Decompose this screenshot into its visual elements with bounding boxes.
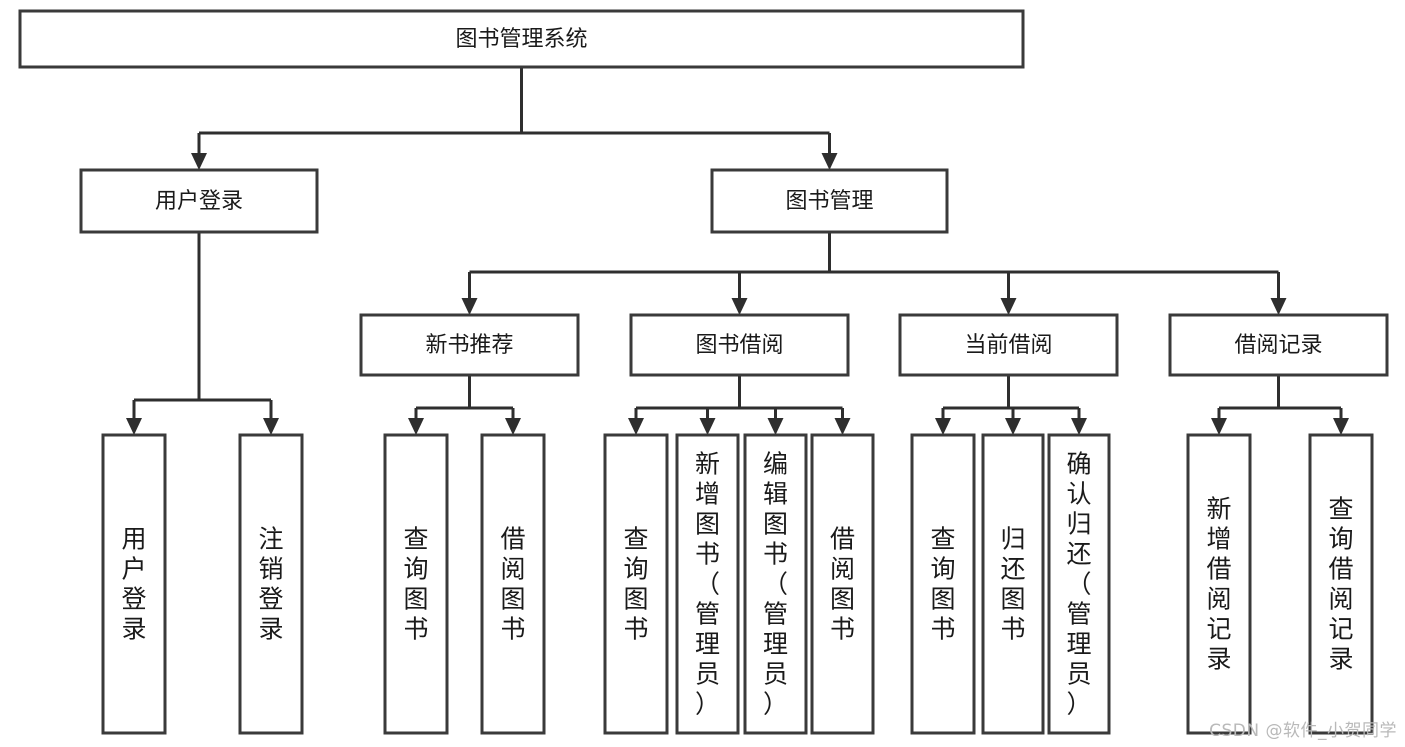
level3-node-3-label: 借阅记录 — [1234, 333, 1322, 358]
leaf-借阅记录-0-label: 新增借阅记录 — [1206, 494, 1231, 673]
node-layer: 图书管理系统用户登录图书管理新书推荐图书借阅当前借阅借阅记录用户登录注销登录查询… — [18, 9, 1389, 735]
level3-node-1-label: 图书借阅 — [695, 333, 783, 358]
level3-node-1-box[interactable] — [629, 313, 850, 377]
arrow-head-icon — [408, 418, 424, 435]
level2-node-1-box[interactable] — [710, 168, 949, 234]
arrow-head-icon — [1270, 298, 1287, 315]
root-node-box[interactable] — [18, 9, 1025, 69]
leaf-当前借阅-1-box[interactable] — [981, 433, 1045, 735]
leaf-借阅记录-1-box[interactable] — [1308, 433, 1374, 735]
level3-node-0-box[interactable] — [359, 313, 580, 377]
leaf-新书推荐-0-label: 查询图书 — [403, 524, 428, 643]
leaf-图书借阅-0-box[interactable] — [603, 433, 669, 735]
leaf-当前借阅-0-box[interactable] — [910, 433, 976, 735]
arrow-head-icon — [1000, 298, 1017, 315]
leaf-当前借阅-0-label: 查询图书 — [930, 524, 955, 643]
arrow-head-icon — [263, 418, 279, 435]
leaf-新书推荐-1-label: 借阅图书 — [500, 524, 525, 643]
arrow-head-icon — [767, 418, 784, 435]
leaf-图书借阅-3-label: 借阅图书 — [830, 524, 855, 643]
level2-node-0-label: 用户登录 — [155, 189, 243, 214]
leaf-借阅记录-0-box[interactable] — [1186, 433, 1252, 735]
leaf-图书借阅-3-box[interactable] — [810, 433, 875, 735]
level3-node-2-label: 当前借阅 — [964, 333, 1052, 358]
level2-node-1-label: 图书管理 — [785, 189, 873, 214]
leaf-当前借阅-1-label: 归还图书 — [1000, 524, 1025, 643]
leaf-用户登录-0-box[interactable] — [101, 433, 167, 735]
arrow-head-icon — [834, 418, 851, 435]
leaf-图书借阅-2-box[interactable] — [743, 433, 808, 735]
arrow-head-icon — [126, 418, 142, 435]
arrow-head-icon — [731, 298, 748, 315]
root-node-label: 图书管理系统 — [455, 27, 587, 52]
arrow-head-icon — [461, 298, 478, 315]
arrow-head-icon — [191, 153, 207, 170]
leaf-当前借阅-2-label: 确认归还（管理员） — [1066, 449, 1091, 718]
leaf-借阅记录-1-label: 查询借阅记录 — [1328, 494, 1353, 673]
leaf-当前借阅-2-box[interactable] — [1047, 433, 1111, 735]
leaf-图书借阅-1-box[interactable] — [675, 433, 740, 735]
level2-node-0-box[interactable] — [79, 168, 319, 234]
arrow-head-icon — [699, 418, 716, 435]
arrow-head-icon — [505, 418, 521, 435]
leaf-图书借阅-0-label: 查询图书 — [623, 524, 648, 643]
arrow-head-icon — [628, 418, 644, 435]
leaf-图书借阅-2-label: 编辑图书（管理员） — [763, 449, 788, 718]
leaf-用户登录-0-label: 用户登录 — [121, 524, 146, 643]
arrow-head-icon — [1071, 418, 1087, 435]
level3-node-3-box[interactable] — [1168, 313, 1389, 377]
level3-node-2-box[interactable] — [898, 313, 1119, 377]
arrow-head-icon — [1005, 418, 1021, 435]
leaf-图书借阅-1-label: 新增图书（管理员） — [695, 449, 720, 718]
arrow-head-icon — [935, 418, 951, 435]
leaf-新书推荐-1-box[interactable] — [480, 433, 546, 735]
leaf-用户登录-1-box[interactable] — [238, 433, 304, 735]
arrow-head-icon — [1333, 418, 1349, 435]
level3-node-0-label: 新书推荐 — [425, 333, 513, 358]
arrow-head-icon — [821, 153, 838, 170]
leaf-新书推荐-0-box[interactable] — [383, 433, 449, 735]
arrow-head-icon — [1211, 418, 1227, 435]
leaf-用户登录-1-label: 注销登录 — [258, 524, 283, 643]
connector-layer — [126, 67, 1349, 435]
